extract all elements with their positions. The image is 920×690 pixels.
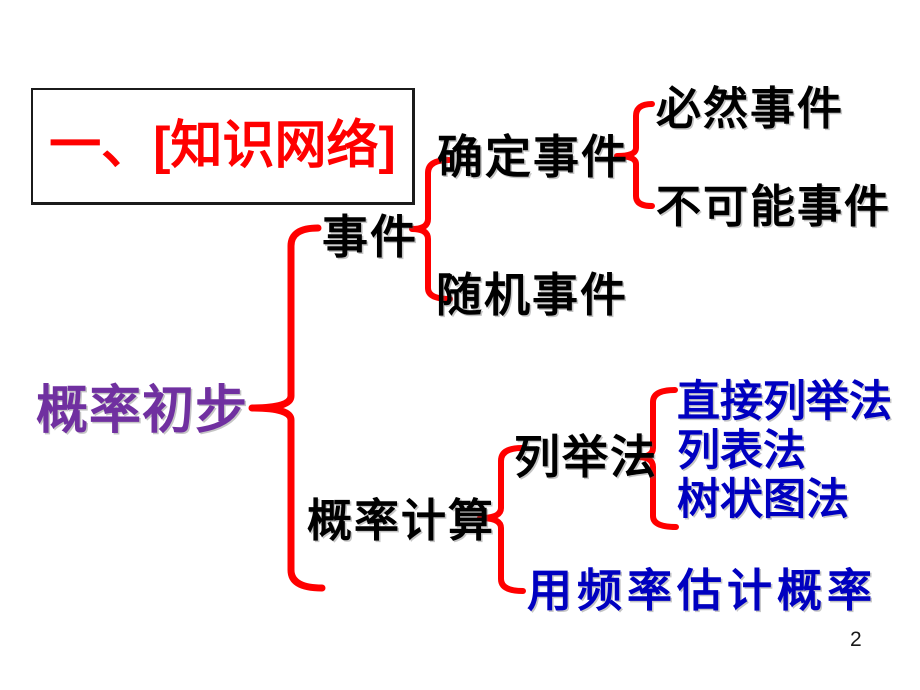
node-events: 事件 xyxy=(322,211,418,263)
node-random-events: 随机事件 xyxy=(436,269,628,321)
title-box: 一、[知识网络] xyxy=(31,88,415,205)
node-frequency-estimate: 用频率估计概率 xyxy=(527,565,878,616)
node-inevitable-events: 必然事件 xyxy=(656,83,845,134)
node-enumeration-method: 列举法 xyxy=(514,431,658,483)
node-tree-diagram-method: 树状图法 xyxy=(677,476,849,524)
node-table-method: 列表法 xyxy=(677,427,806,475)
slide-title: 一、[知识网络] xyxy=(49,117,396,175)
node-probability-calculation: 概率计算 xyxy=(307,495,496,546)
node-impossible-events: 不可能事件 xyxy=(656,181,892,232)
node-certain-events: 确定事件 xyxy=(437,131,629,183)
node-root: 概率初步 xyxy=(36,382,249,440)
node-direct-enumeration: 直接列举法 xyxy=(677,378,892,426)
enumeration-methods-list: 直接列举法 列表法 树状图法 xyxy=(677,378,892,525)
page-number: 2 xyxy=(850,628,862,651)
